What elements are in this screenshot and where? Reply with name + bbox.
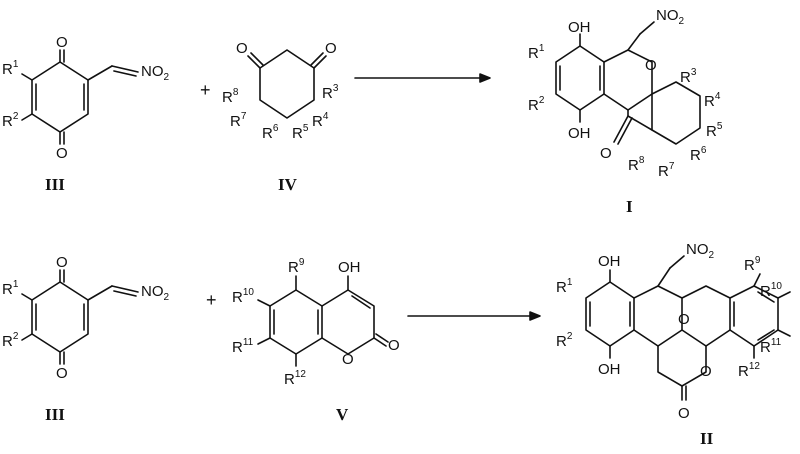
reaction-arrow-top: [354, 73, 491, 83]
atom-o: O: [700, 363, 712, 380]
reaction-arrow-bottom: [407, 311, 541, 321]
r8-label: R8: [628, 155, 645, 174]
r10-label: R10: [232, 287, 254, 306]
compound-label-I: I: [626, 197, 633, 216]
atom-o: O: [600, 145, 612, 162]
nitro-group: NO2: [656, 7, 685, 27]
r9-label: R9: [744, 255, 761, 274]
r2-label: R2: [2, 331, 19, 350]
r2-label: R2: [2, 111, 19, 130]
r1-label: R1: [528, 43, 545, 62]
nitro-group: NO2: [686, 241, 715, 261]
atom-o: O: [645, 57, 657, 74]
nitro-group: NO2: [141, 283, 170, 303]
atom-o: O: [236, 40, 248, 57]
r10-label: R10: [760, 281, 782, 300]
compound-III-bottom-structure: [21, 269, 139, 365]
r12-label: R12: [738, 361, 760, 380]
compound-label-IV: IV: [278, 175, 298, 194]
r6-label: R6: [262, 123, 279, 142]
r3-label: R3: [322, 83, 339, 102]
atom-o: O: [56, 365, 68, 382]
compound-IV-structure: [247, 49, 327, 119]
compound-V-structure: [257, 275, 389, 367]
plus-sign: +: [206, 290, 217, 310]
hydroxyl: OH: [598, 361, 621, 378]
r1-label: R1: [2, 59, 19, 78]
r4-label: R4: [704, 91, 721, 110]
atom-o: O: [678, 405, 690, 422]
r2-label: R2: [528, 95, 545, 114]
atom-o: O: [388, 337, 400, 354]
atom-o: O: [678, 311, 690, 328]
compound-label-V: V: [336, 405, 349, 424]
r1-label: R1: [556, 277, 573, 296]
r2-label: R2: [556, 331, 573, 350]
r7-label: R7: [658, 161, 675, 180]
compound-label-II: II: [700, 429, 714, 448]
r1-label: R1: [2, 279, 19, 298]
plus-sign: +: [200, 80, 211, 100]
r5-label: R5: [292, 123, 309, 142]
atom-o: O: [325, 40, 337, 57]
r12-label: R12: [284, 369, 306, 388]
hydroxyl: OH: [568, 125, 591, 142]
r7-label: R7: [230, 111, 247, 130]
r3-label: R3: [680, 67, 697, 86]
compound-II-structure: [585, 255, 791, 401]
atom-o: O: [56, 145, 68, 162]
compound-III-top-structure: [21, 49, 139, 145]
hydroxyl: OH: [598, 253, 621, 270]
atom-o: O: [56, 34, 68, 51]
r5-label: R5: [706, 121, 723, 140]
atom-o: O: [342, 351, 354, 368]
compound-label-III: III: [45, 175, 65, 194]
compound-label-III: III: [45, 405, 65, 424]
atom-o: O: [56, 254, 68, 271]
r11-label: R11: [232, 337, 254, 356]
hydroxyl: OH: [338, 259, 361, 276]
compound-I-structure: [555, 21, 701, 145]
r6-label: R6: [690, 145, 707, 164]
r8-label: R8: [222, 87, 239, 106]
r9-label: R9: [288, 257, 305, 276]
r4-label: R4: [312, 111, 329, 130]
nitro-group: NO2: [141, 63, 170, 83]
r11-label: R11: [760, 337, 782, 356]
hydroxyl: OH: [568, 19, 591, 36]
